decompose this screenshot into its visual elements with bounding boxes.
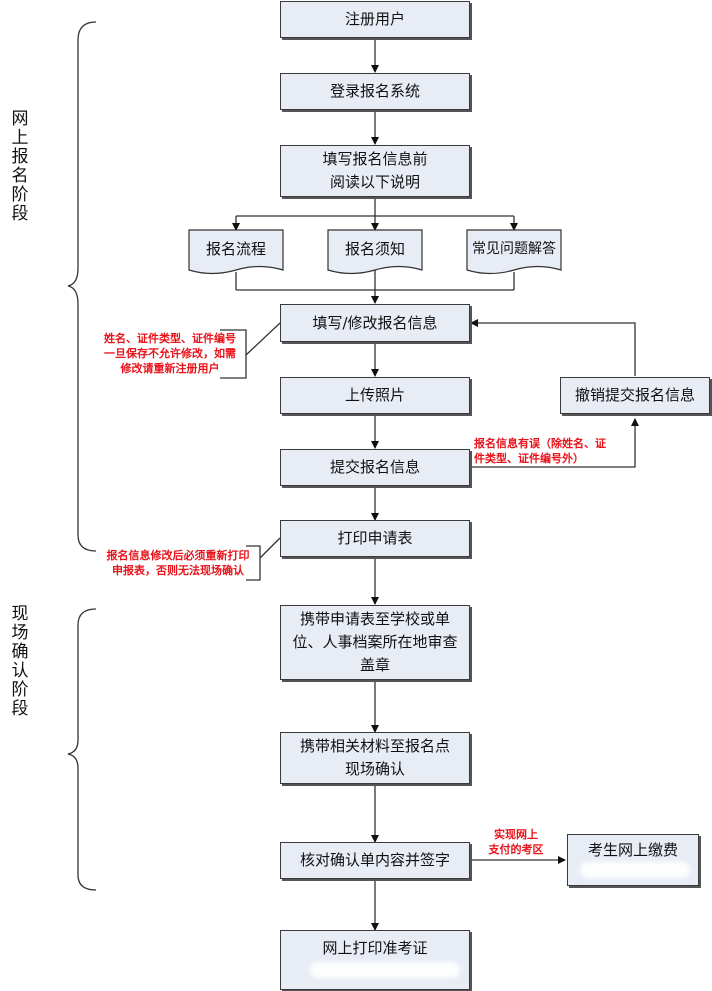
step-read-instructions: 填写报名信息前 阅读以下说明 (280, 145, 470, 197)
note-reprint-line2: 申报表，否则无法现场确认 (112, 564, 244, 577)
phase-label-onsite: 现场确认阶段 (11, 604, 29, 719)
step-login: 登录报名系统 (280, 73, 470, 110)
step-cancel-submit: 撤销提交报名信息 (560, 377, 710, 414)
step-fill-info-label: 填写/修改报名信息 (312, 313, 438, 332)
arrow-cancel-fill (470, 319, 636, 376)
doc-process-label: 报名流程 (205, 240, 266, 258)
step-upload-photo: 上传照片 (280, 377, 470, 414)
step-print-ticket-label: 网上打印准考证 (322, 939, 428, 957)
note-info-error: 报名信息有误（除姓名、证 件类型、证件编号外） (474, 436, 629, 466)
note-error-line2: 件类型、证件编号外） (474, 452, 584, 465)
note-reprint-line1: 报名信息修改后必须重新打印 (106, 549, 250, 562)
note-pay-line1: 实现网上 (494, 828, 538, 841)
redacted-area-pay (580, 862, 690, 878)
step-submit-info-label: 提交报名信息 (329, 458, 420, 476)
step-upload-photo-label: 上传照片 (344, 386, 405, 404)
doc-faq-shape (466, 229, 562, 275)
step-stamp-line1: 携带申请表至学校或单 (299, 610, 450, 628)
arrow-submit-cancel (469, 418, 639, 468)
note-fill-line3: 修改请重新注册用户 (120, 362, 220, 375)
step-read-label-line2: 阅读以下说明 (329, 173, 420, 191)
step-register-label: 注册用户 (344, 10, 405, 28)
online-phase-brace (67, 21, 97, 552)
step-cancel-submit-label: 撤销提交报名信息 (574, 386, 695, 404)
note-error-line1: 报名信息有误（除姓名、证 (474, 437, 606, 450)
doc-process-shape (188, 229, 284, 275)
note-reprint: 报名信息修改后必须重新打印 申报表，否则无法现场确认 (96, 548, 260, 578)
step-print-form: 打印申请表 (280, 520, 470, 557)
onsite-phase-brace (67, 608, 97, 891)
step-read-label-line1: 填写报名信息前 (322, 150, 428, 168)
step-register: 注册用户 (280, 1, 470, 38)
step-login-label: 登录报名系统 (329, 82, 420, 100)
step-stamp-line2: 位、人事档案所在地审查 (292, 633, 458, 651)
note-fill-line2: 一旦保存不允许修改，如需 (104, 347, 236, 360)
step-print-ticket: 网上打印准考证 (280, 930, 470, 990)
doc-notice-shape (327, 229, 423, 275)
note-online-pay-region: 实现网上 支付的考区 (480, 827, 552, 857)
callout-leader-print (259, 537, 281, 559)
step-submit-info: 提交报名信息 (280, 449, 470, 486)
note-pay-line2: 支付的考区 (488, 843, 544, 856)
step-stamp-line3: 盖章 (359, 656, 390, 674)
step-onsite-confirm: 携带相关材料至报名点 现场确认 (280, 732, 470, 784)
step-pay-online: 考生网上缴费 (567, 834, 699, 886)
step-onsite-confirm-line2: 现场确认 (344, 760, 405, 778)
step-fill-info: 填写/修改报名信息 (280, 304, 470, 342)
doc-notice-label: 报名须知 (344, 240, 405, 258)
phase-label-online: 网上报名阶段 (11, 109, 29, 224)
callout-leader-fill (245, 322, 281, 356)
note-fill-line1: 姓名、证件类型、证件编号 (104, 332, 236, 345)
step-print-form-label: 打印申请表 (337, 529, 413, 547)
doc-faq-label: 常见问题解答 (472, 241, 556, 257)
note-fill-restriction: 姓名、证件类型、证件编号 一旦保存不允许修改，如需 修改请重新注册用户 (90, 331, 250, 376)
step-verify-sign: 核对确认单内容并签字 (280, 842, 470, 879)
step-stamp: 携带申请表至学校或单 位、人事档案所在地审查 盖章 (280, 605, 470, 680)
step-onsite-confirm-line1: 携带相关材料至报名点 (299, 737, 450, 755)
step-verify-sign-label: 核对确认单内容并签字 (299, 851, 450, 869)
callout-bracket-fill (220, 329, 247, 379)
redacted-area-ticket (310, 962, 460, 978)
step-pay-online-label: 考生网上缴费 (587, 841, 678, 859)
callout-bracket-print (246, 545, 261, 581)
